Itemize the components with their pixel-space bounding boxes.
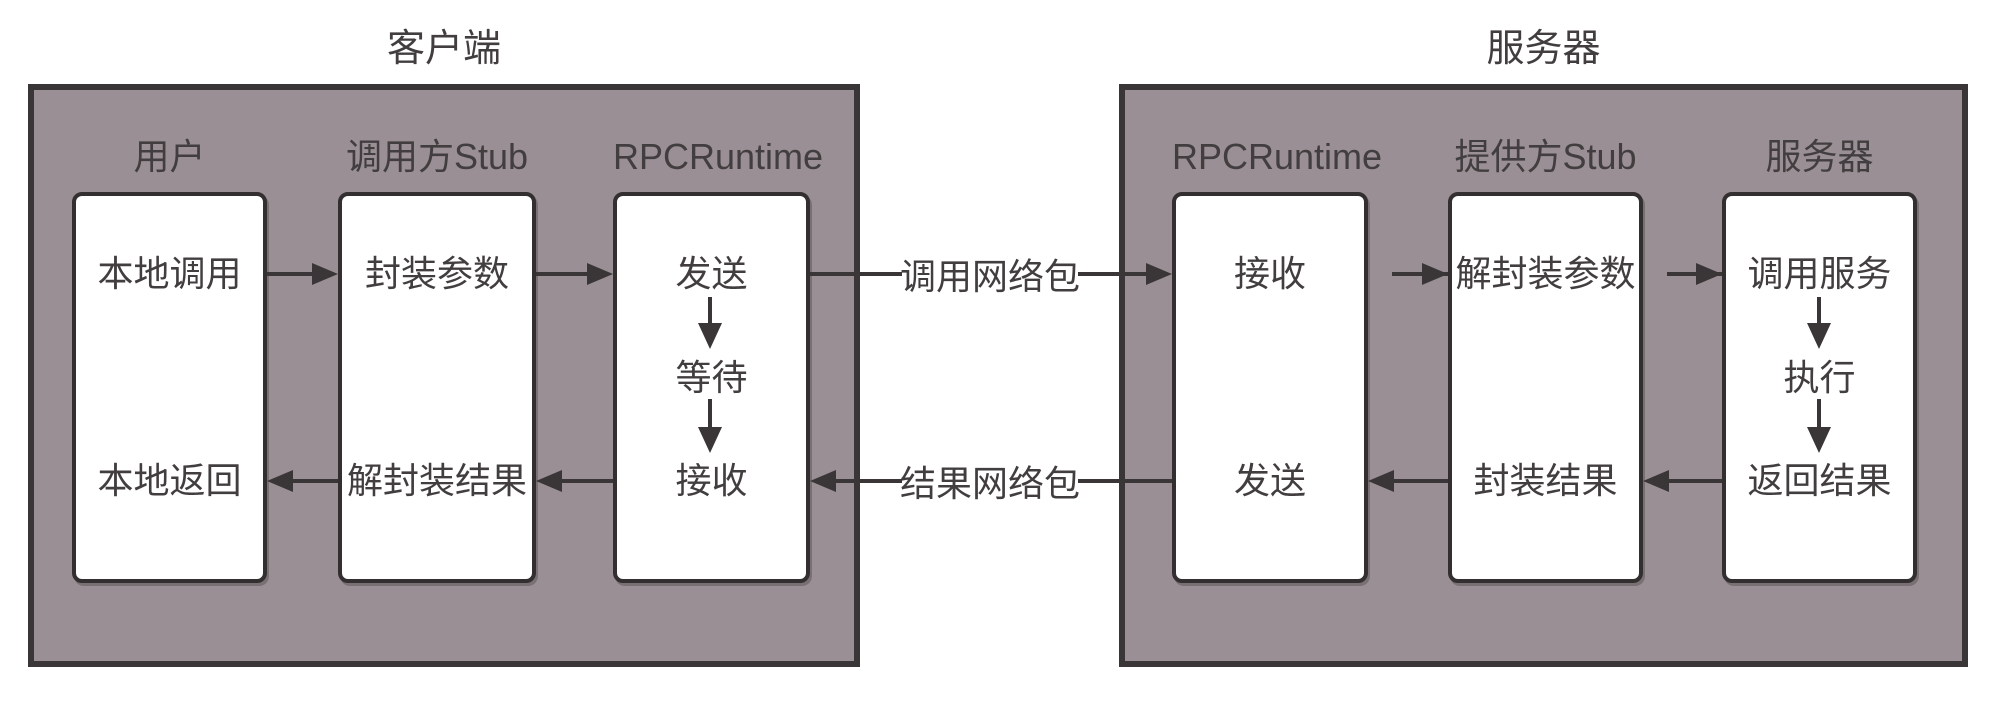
arrow-pack-to-send-line: [536, 272, 589, 276]
arrowhead-right-icon: [1422, 263, 1448, 285]
step-pack-params: 封装参数: [364, 253, 509, 294]
server-box-provider-stub: 解封装参数 封装结果: [1448, 192, 1643, 583]
arrowhead-left-icon: [810, 470, 836, 492]
step-wait: 等待: [675, 357, 748, 398]
step-call-service: 调用服务: [1747, 253, 1892, 294]
client-group-title: 客户端: [386, 28, 501, 70]
step-local-call: 本地调用: [97, 253, 242, 294]
arrow-response-left-segment: [834, 479, 902, 483]
arrow-return-to-packresult-line: [1667, 479, 1722, 483]
arrow-receive-to-unpack-line: [1392, 272, 1448, 276]
arrow-request-right-segment: [1078, 272, 1150, 276]
step-return-result: 返回结果: [1747, 460, 1892, 501]
arrowhead-left-icon: [1368, 470, 1394, 492]
arrow-send-to-wait-line: [708, 297, 712, 323]
step-unpack-result: 解封装结果: [346, 460, 527, 501]
arrow-unpack-to-callservice-line: [1667, 272, 1722, 276]
server-box-rpcruntime: 接收 发送: [1172, 192, 1368, 583]
arrow-response-right-segment: [1078, 479, 1172, 483]
arrowhead-right-icon: [312, 263, 338, 285]
arrowhead-down-icon: [1807, 427, 1831, 453]
step-receive: 接收: [675, 460, 748, 501]
client-col-label-rpcruntime: RPCRuntime: [613, 136, 824, 177]
server-col-label-rpcruntime: RPCRuntime: [1172, 136, 1383, 177]
arrow-callservice-to-execute-line: [1817, 297, 1821, 323]
client-box-rpcruntime: 发送 等待 接收: [613, 192, 810, 583]
client-col-label-caller-stub: 调用方Stub: [345, 136, 529, 177]
arrow-packresult-to-send-line: [1392, 479, 1448, 483]
step-send: 发送: [1233, 460, 1306, 501]
client-box-user: 本地调用 本地返回: [72, 192, 267, 583]
step-pack-result: 封装结果: [1473, 460, 1618, 501]
arrowhead-right-icon: [1146, 263, 1172, 285]
arrowhead-down-icon: [1807, 323, 1831, 349]
arrowhead-right-icon: [1696, 263, 1722, 285]
arrowhead-down-icon: [698, 427, 722, 453]
step-unpack-params: 解封装参数: [1455, 253, 1636, 294]
arrowhead-left-icon: [1643, 470, 1669, 492]
client-col-label-user: 用户: [133, 136, 206, 177]
arrowhead-right-icon: [587, 263, 613, 285]
arrow-localcall-to-pack-line: [267, 272, 318, 276]
arrow-receive-to-unpackresult-line: [560, 479, 613, 483]
server-col-label-server: 服务器: [1765, 136, 1874, 177]
arrowhead-left-icon: [267, 470, 293, 492]
arrow-unpackresult-to-localreturn-line: [291, 479, 338, 483]
step-receive: 接收: [1233, 253, 1306, 294]
step-execute: 执行: [1783, 357, 1856, 398]
server-box-server: 调用服务 执行 返回结果: [1722, 192, 1917, 583]
step-send: 发送: [675, 253, 748, 294]
arrow-request-left-segment: [810, 272, 902, 276]
arrow-wait-to-receive-line: [708, 399, 712, 427]
arrow-execute-to-return-line: [1817, 399, 1821, 427]
client-box-caller-stub: 封装参数 解封装结果: [338, 192, 536, 583]
step-local-return: 本地返回: [97, 460, 242, 501]
request-packet-label: 调用网络包: [899, 256, 1080, 297]
response-packet-label: 结果网络包: [899, 463, 1080, 504]
server-col-label-provider-stub: 提供方Stub: [1454, 136, 1637, 177]
arrowhead-down-icon: [698, 323, 722, 349]
server-group-title: 服务器: [1486, 28, 1601, 70]
arrowhead-left-icon: [536, 470, 562, 492]
